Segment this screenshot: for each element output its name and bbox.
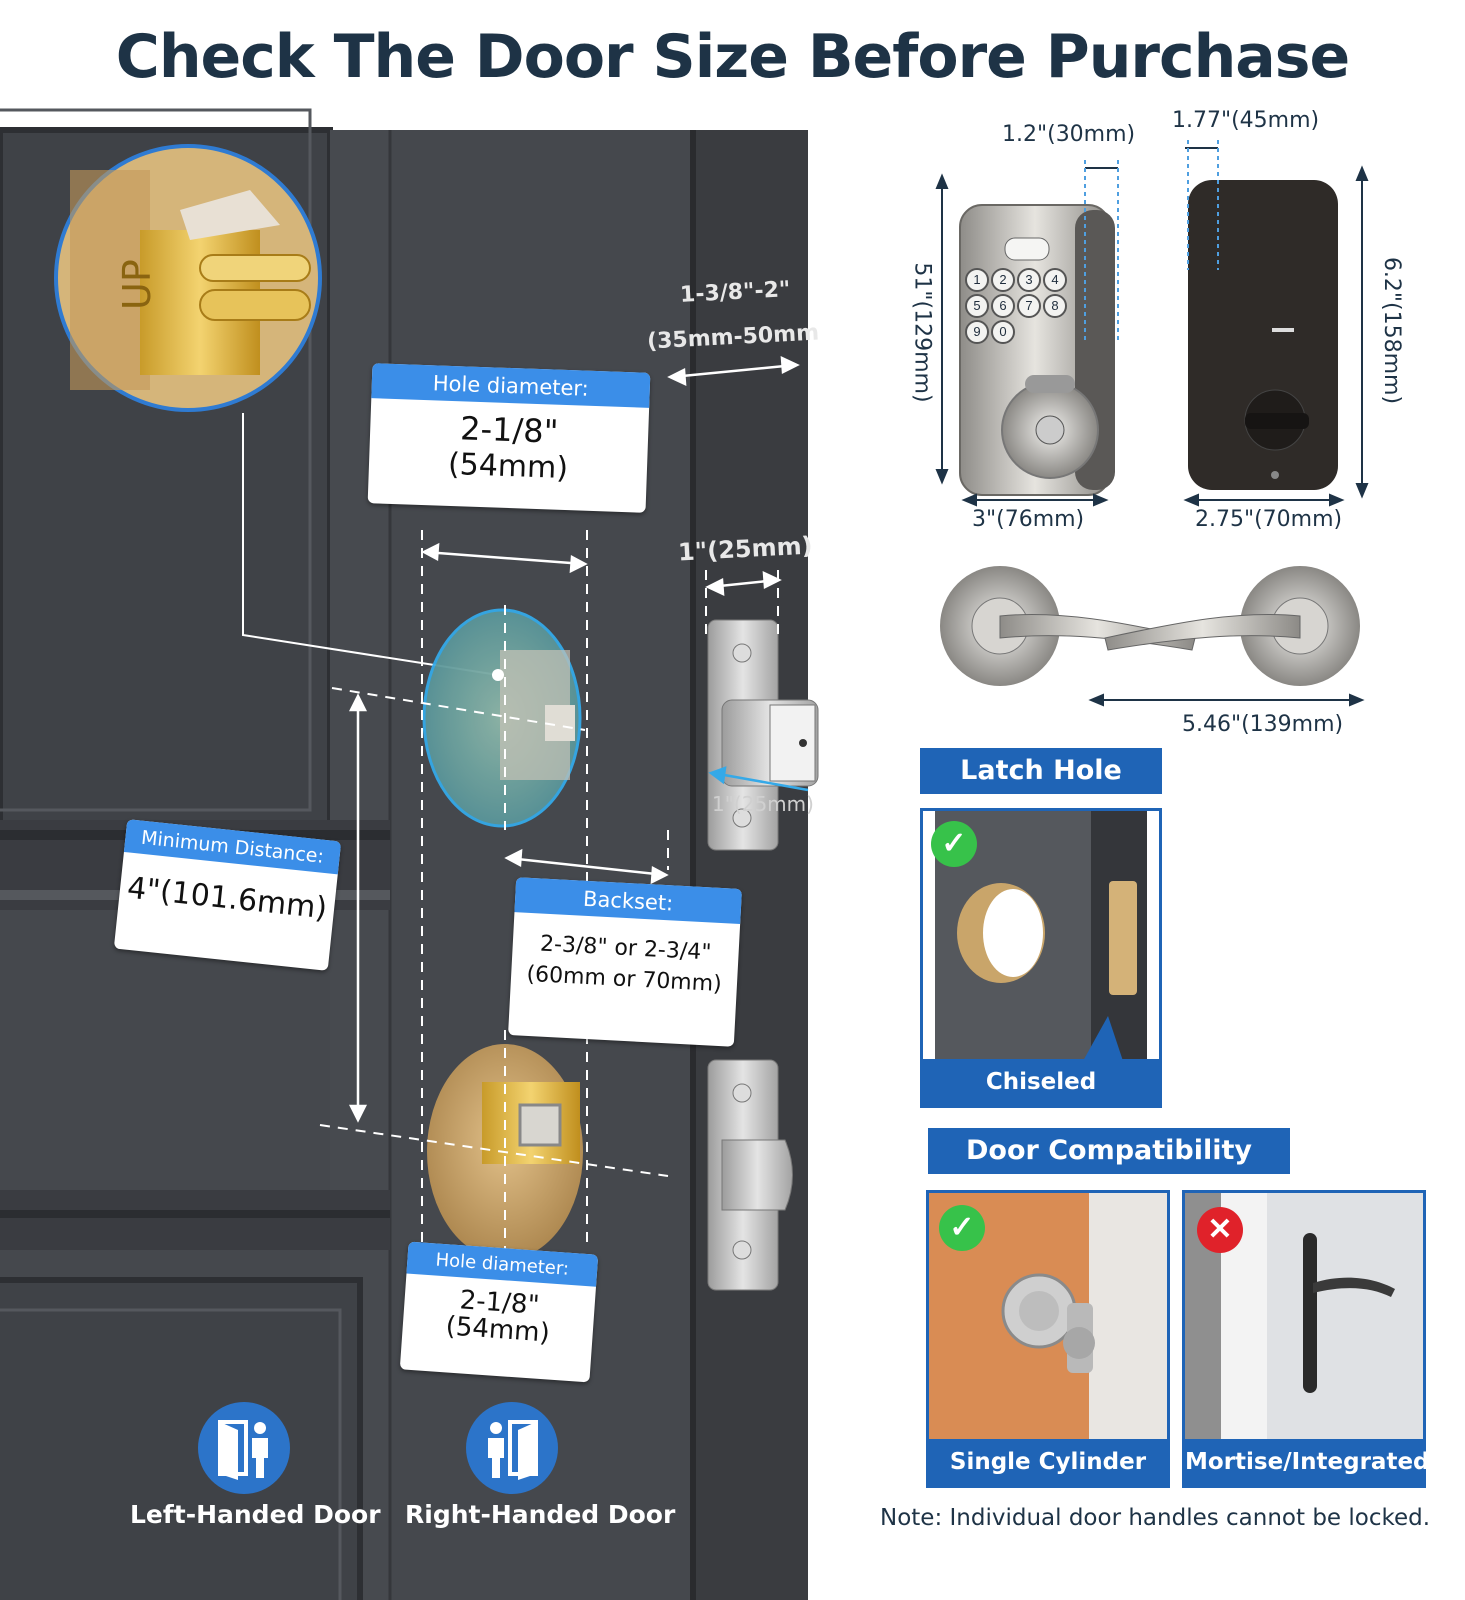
- keypad-height-label: 51"(129mm): [909, 262, 935, 403]
- keypad-key: 5: [965, 294, 989, 318]
- minimum-distance-card: Minimum Distance: 4"(101.6mm): [113, 819, 342, 971]
- footnote: Note: Individual door handles cannot be …: [880, 1505, 1431, 1531]
- x-icon: ✕: [1197, 1207, 1243, 1253]
- keypad-key: 9: [965, 320, 989, 344]
- single-cylinder-photo: ✓ Single Cylinder: [926, 1190, 1170, 1488]
- latch-hole-caption: Chiseled: [923, 1059, 1159, 1105]
- left-handed-door-label: Left-Handed Door: [130, 1500, 381, 1529]
- back-depth-label: 1.77"(45mm): [1172, 108, 1320, 133]
- keypad-width-label: 3"(76mm): [972, 507, 1085, 532]
- right-handed-door-label: Right-Handed Door: [405, 1500, 676, 1529]
- keypad-key: 6: [991, 294, 1015, 318]
- svg-text:UP: UP: [115, 259, 159, 310]
- keypad-key: 2: [991, 268, 1015, 292]
- latch-depth-label: 1"(25mm): [712, 792, 814, 816]
- door-compat-banner: Door Compatibility: [928, 1128, 1290, 1174]
- back-height-label: 6.2"(158mm): [1379, 256, 1405, 405]
- keypad-key: 1: [965, 268, 989, 292]
- mortise-photo: ✕ Mortise/Integrated: [1182, 1190, 1430, 1488]
- check-icon: ✓: [931, 821, 977, 867]
- keypad-key: 3: [1017, 268, 1041, 292]
- left-handed-door-icon: [198, 1402, 290, 1494]
- door-diagram: UP: [0, 108, 820, 1600]
- keypad-key: 7: [1017, 294, 1041, 318]
- keypad-key: 8: [1043, 294, 1067, 318]
- backset-line2: (60mm or 70mm): [525, 961, 723, 998]
- keypad-key: 4: [1043, 268, 1067, 292]
- back-width-label: 2.75"(70mm): [1195, 507, 1343, 532]
- handle-length-label: 5.46"(139mm): [1182, 712, 1344, 737]
- page-title: Check The Door Size Before Purchase: [115, 22, 1350, 92]
- right-handed-door-icon: [466, 1402, 558, 1494]
- backset-line1: 2-3/8" or 2-3/4": [539, 931, 712, 966]
- keypad-depth-label: 1.2"(30mm): [1002, 122, 1136, 147]
- single-cylinder-caption: Single Cylinder: [929, 1439, 1167, 1485]
- hole-diameter-bottom-card: Hole diameter: 2-1/8" (54mm): [399, 1241, 599, 1383]
- minimum-distance-value: 4"(101.6mm): [125, 870, 329, 927]
- latch-hole-banner: Latch Hole: [920, 748, 1162, 794]
- check-icon: ✓: [939, 1205, 985, 1251]
- hole-diameter-top-card: Hole diameter: 2-1/8" (54mm): [367, 363, 651, 513]
- backset-card: Backset: 2-3/8" or 2-3/4" (60mm or 70mm): [508, 877, 742, 1047]
- product-dimension-drawing: [935, 140, 1369, 707]
- keypad-key: 0: [991, 320, 1015, 344]
- single-cylinder-illustration: [929, 1193, 1167, 1439]
- mortise-caption: Mortise/Integrated: [1185, 1439, 1430, 1485]
- keypad-keys: 1 2 3 4 5 6 7 8 9 0: [965, 268, 1081, 344]
- latch-hole-photo: ✓ Chiseled: [920, 808, 1162, 1108]
